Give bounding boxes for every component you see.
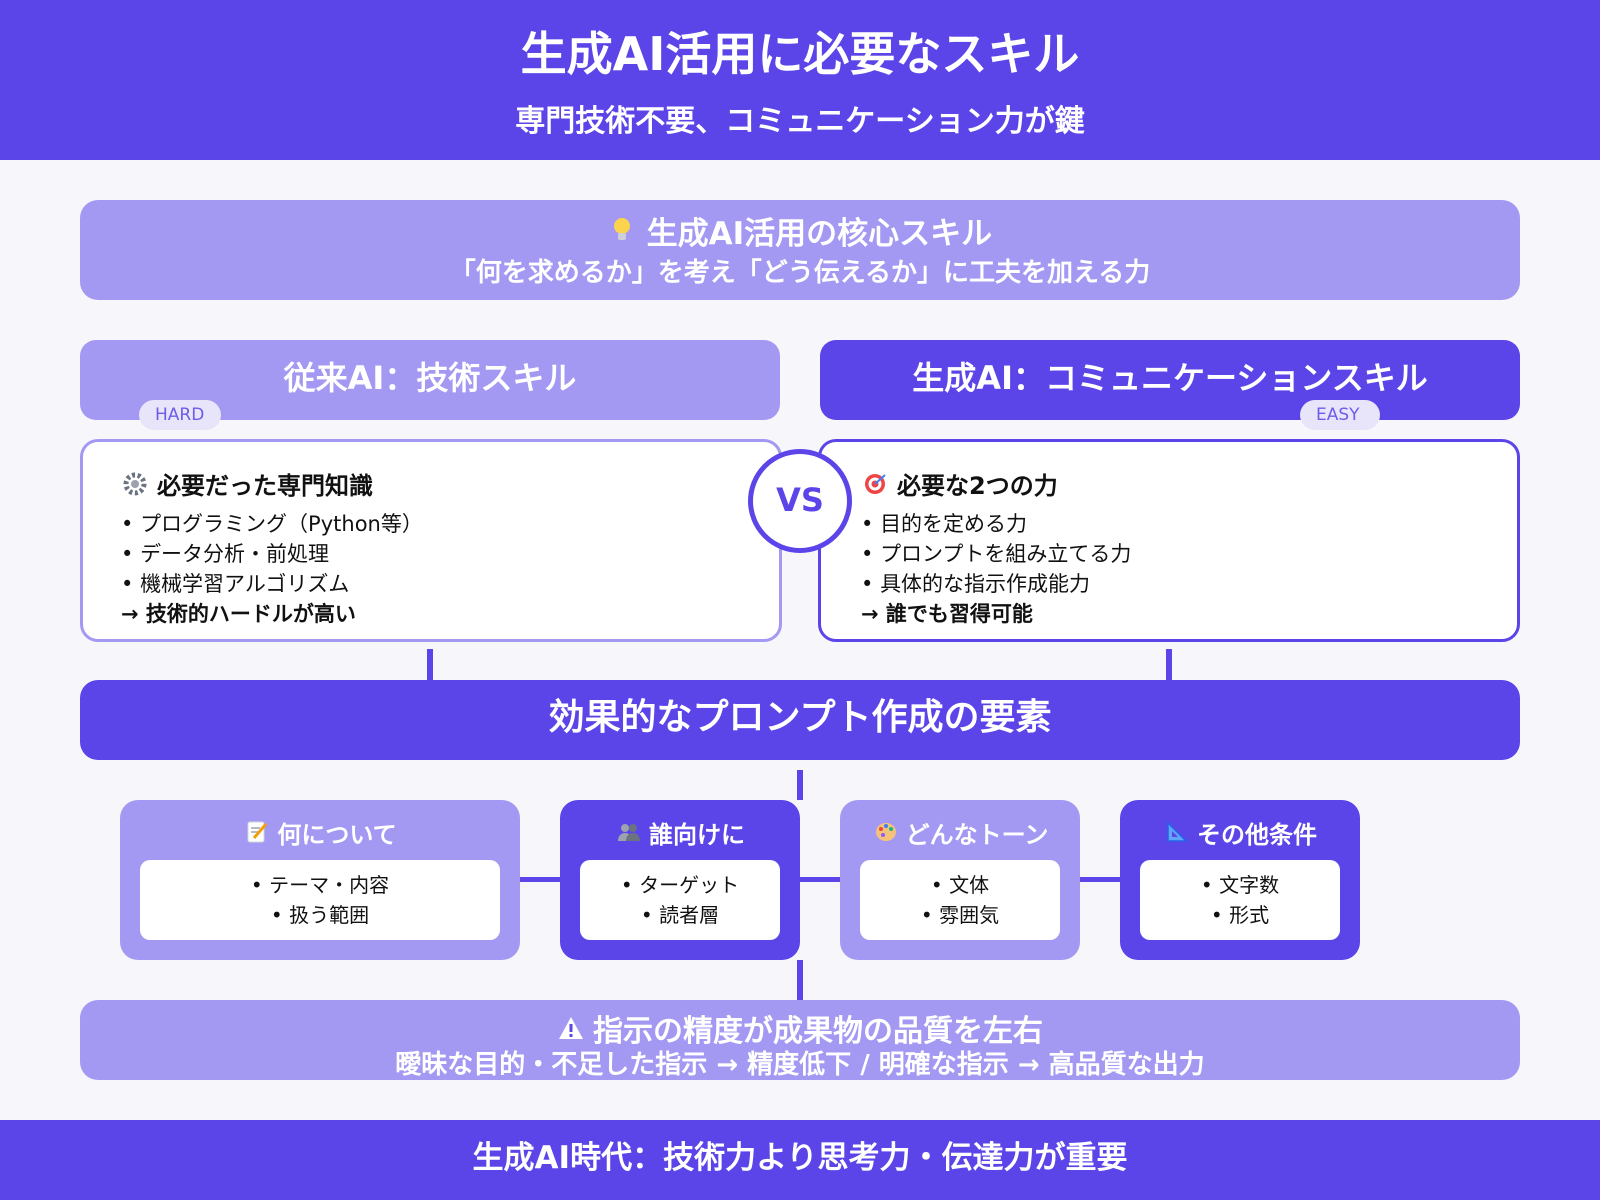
element-items: 文字数 形式 [1140, 860, 1340, 940]
prompt-elements-heading: 効果的なプロンプト作成の要素 [80, 680, 1520, 760]
connector-line [1166, 649, 1172, 680]
connector-line [797, 960, 803, 1000]
core-skill-title-row: 生成AI活用の核心スキル [80, 208, 1520, 253]
element-title: その他条件 [1197, 820, 1317, 849]
list-item: 具体的な指示作成能力 [861, 569, 1477, 599]
list-item: テーマ・内容 [140, 870, 500, 900]
connector-line [1080, 877, 1120, 882]
element-items: 文体 雰囲気 [860, 860, 1060, 940]
vs-badge: VS [748, 449, 852, 553]
warning-title: 指示の精度が成果物の品質を左右 [593, 1014, 1043, 1049]
connector-line [800, 877, 840, 882]
element-title: どんなトーン [905, 820, 1049, 849]
list-item: 扱う範囲 [140, 900, 500, 930]
list-item: データ分析・前処理 [121, 539, 739, 569]
list-item: 文字数 [1140, 870, 1340, 900]
hard-badge: HARD [139, 400, 221, 430]
element-title: 何について [277, 820, 397, 849]
connector-line [427, 649, 433, 680]
card-conclusion: → 技術的ハードルが高い [121, 602, 356, 626]
warning-icon [557, 1014, 585, 1042]
list-item: 形式 [1140, 900, 1340, 930]
page-footer: 生成AI時代：技術力より思考力・伝達力が重要 [0, 1120, 1600, 1200]
list-item: 機械学習アルゴリズム [121, 569, 739, 599]
card-conclusion: → 誰でも習得可能 [861, 602, 1033, 626]
easy-badge: EASY [1300, 400, 1380, 430]
skill-list: プログラミング（Python等） データ分析・前処理 機械学習アルゴリズム [121, 509, 739, 599]
memo-icon [243, 818, 271, 846]
element-title-row: どんなトーン [860, 814, 1060, 850]
element-what-about: 何について テーマ・内容 扱う範囲 [120, 800, 520, 960]
element-title-row: 何について [140, 814, 500, 850]
connector-line [797, 770, 803, 800]
element-for-whom: 誰向けに ターゲット 読者層 [560, 800, 800, 960]
list-item: 雰囲気 [860, 900, 1060, 930]
list-item: 文体 [860, 870, 1060, 900]
core-skill-banner: 生成AI活用の核心スキル 「何を求めるか」を考え「どう伝えるか」に工夫を加える力 [80, 200, 1520, 300]
skill-list: 目的を定める力 プロンプトを組み立てる力 具体的な指示作成能力 [861, 509, 1477, 599]
element-title-row: その他条件 [1140, 814, 1340, 850]
card-title: 必要な2つの力 [897, 472, 1058, 500]
traditional-ai-card: 必要だった専門知識 プログラミング（Python等） データ分析・前処理 機械学… [80, 439, 782, 642]
list-item: ターゲット [580, 870, 780, 900]
lightbulb-icon [608, 216, 636, 244]
ruler-icon [1163, 818, 1191, 846]
list-item: 目的を定める力 [861, 509, 1477, 539]
element-title-row: 誰向けに [580, 814, 780, 850]
list-item: 読者層 [580, 900, 780, 930]
element-other-conditions: その他条件 文字数 形式 [1120, 800, 1360, 960]
page-title: 生成AI活用に必要なスキル [520, 27, 1080, 81]
element-items: ターゲット 読者層 [580, 860, 780, 940]
generative-ai-heading: 生成AI：コミュニケーションスキル [820, 340, 1520, 420]
warning-banner: 指示の精度が成果物の品質を左右 曖昧な目的・不足した指示 → 精度低下 / 明確… [80, 1000, 1520, 1080]
card-title: 必要だった専門知識 [157, 472, 373, 500]
list-item: プロンプトを組み立てる力 [861, 539, 1477, 569]
element-items: テーマ・内容 扱う範囲 [140, 860, 500, 940]
target-icon [861, 470, 889, 498]
core-skill-description: 「何を求めるか」を考え「どう伝えるか」に工夫を加える力 [449, 258, 1151, 288]
warning-description: 曖昧な目的・不足した指示 → 精度低下 / 明確な指示 → 高品質な出力 [395, 1050, 1205, 1080]
page-subtitle: 専門技術不要、コミュニケーション力が鍵 [515, 104, 1085, 139]
palette-icon [872, 818, 900, 846]
gear-icon [121, 470, 149, 498]
warning-title-row: 指示の精度が成果物の品質を左右 [80, 1006, 1520, 1050]
connector-line [520, 877, 560, 882]
element-what-tone: どんなトーン 文体 雰囲気 [840, 800, 1080, 960]
list-item: プログラミング（Python等） [121, 509, 739, 539]
generative-ai-card: 必要な2つの力 目的を定める力 プロンプトを組み立てる力 具体的な指示作成能力 … [818, 439, 1520, 642]
card-title-row: 必要な2つの力 [861, 466, 1477, 501]
page-header: 生成AI活用に必要なスキル 専門技術不要、コミュニケーション力が鍵 [0, 0, 1600, 160]
core-skill-title: 生成AI活用の核心スキル [646, 216, 993, 252]
card-title-row: 必要だった専門知識 [121, 466, 739, 501]
element-title: 誰向けに [649, 820, 745, 849]
people-icon [615, 818, 643, 846]
